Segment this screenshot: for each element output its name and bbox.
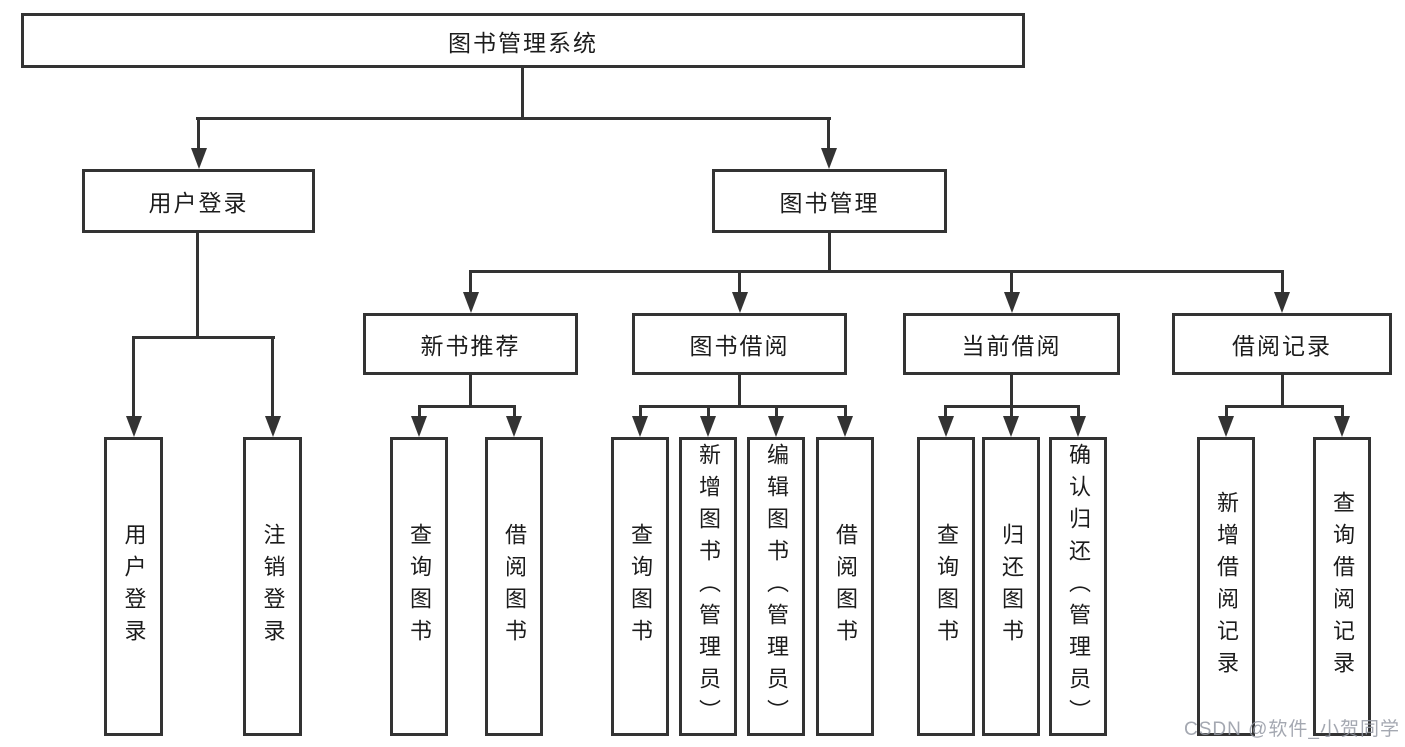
arrow-down-icon [1003,416,1019,437]
arrow-down-icon [264,416,281,437]
connector-arrow-stub [132,337,135,417]
leaf-newbook-query: 查询图书 [390,437,448,736]
arrow-down-icon [1218,416,1234,437]
leaf-record-add-label: 新增借阅记录 [1214,490,1239,683]
arrow-down-icon [700,416,716,437]
leaf-borrow-edit-admin: 编辑图书（管理员） [747,437,805,736]
connector-arrow-stub [827,118,830,149]
node-root: 图书管理系统 [21,13,1025,68]
leaf-current-confirm-admin-label: 确认归还（管理员） [1066,442,1091,731]
arrow-down-icon [632,416,648,437]
connector-vline [195,233,199,339]
node-book-borrow-label: 图书借阅 [689,333,790,359]
connector-arrow-stub [1224,406,1228,417]
node-user-login-label: 用户登录 [148,190,249,216]
arrow-down-icon [768,416,784,437]
connector-arrow-stub [469,271,472,293]
node-new-book-recommend: 新书推荐 [363,313,578,375]
connector-arrow-stub [1280,271,1284,293]
leaf-current-query-label: 查询图书 [934,522,959,651]
node-borrow-record: 借阅记录 [1172,313,1392,375]
leaf-current-query: 查询图书 [917,437,975,736]
connector-arrow-stub [1010,271,1013,293]
node-current-borrow-label: 当前借阅 [961,333,1062,359]
watermark: CSDN @软件_小贺同学 [1184,719,1400,740]
leaf-borrow-edit-admin-label: 编辑图书（管理员） [764,442,789,731]
node-new-book-recommend-label: 新书推荐 [420,333,521,359]
arrow-down-icon [1003,292,1020,313]
connector-arrow-stub [271,337,274,417]
connector-hline [638,404,847,408]
arrow-down-icon [1070,416,1086,437]
node-borrow-record-label: 借阅记录 [1232,333,1332,359]
connector-arrow-stub [512,406,516,417]
arrow-down-icon [1274,292,1290,313]
connector-vline [1280,375,1284,408]
leaf-logout-label: 注销登录 [260,522,286,651]
node-book-management: 图书管理 [712,169,947,233]
connector-vline [520,68,524,120]
connector-arrow-stub [638,406,642,417]
connector-arrow-stub [944,406,947,417]
arrow-down-icon [820,148,837,169]
leaf-current-confirm-admin: 确认归还（管理员） [1049,437,1107,736]
leaf-borrow-add-admin-label: 新增图书（管理员） [696,442,721,731]
leaf-record-query-label: 查询借阅记录 [1330,490,1355,683]
connector-hline [196,116,831,120]
connector-hline [469,269,1284,273]
arrow-down-icon [411,416,427,437]
connector-vline [828,233,831,273]
connector-vline [469,375,472,408]
arrow-down-icon [462,292,479,313]
node-root-label: 图书管理系统 [448,29,598,56]
connector-arrow-stub [1340,406,1344,417]
arrow-down-icon [837,416,853,437]
leaf-record-query: 查询借阅记录 [1313,437,1371,736]
leaf-current-return: 归还图书 [982,437,1040,736]
node-book-management-label: 图书管理 [779,190,880,216]
arrow-down-icon [1334,416,1350,437]
node-book-borrow: 图书借阅 [632,313,847,375]
connector-arrow-stub [774,406,778,417]
arrow-down-icon [125,416,142,437]
connector-arrow-stub [738,271,741,293]
leaf-newbook-borrow: 借阅图书 [485,437,543,736]
connector-hline [417,404,516,408]
connector-hline [132,335,275,339]
leaf-record-add: 新增借阅记录 [1197,437,1255,736]
leaf-current-return-label: 归还图书 [999,522,1024,651]
connector-hline [1224,404,1344,408]
arrow-down-icon [506,416,522,437]
connector-arrow-stub [843,406,847,417]
leaf-borrow-borrow: 借阅图书 [816,437,874,736]
leaf-borrow-query-label: 查询图书 [628,522,653,651]
node-user-login: 用户登录 [82,169,315,233]
node-current-borrow: 当前借阅 [903,313,1120,375]
connector-arrow-stub [706,406,710,417]
connector-arrow-stub [197,118,200,149]
leaf-borrow-query: 查询图书 [611,437,669,736]
connector-arrow-stub [1076,406,1080,417]
leaf-user-login: 用户登录 [104,437,163,736]
arrow-down-icon [937,416,954,437]
leaf-logout: 注销登录 [243,437,302,736]
leaf-borrow-borrow-label: 借阅图书 [833,522,858,651]
leaf-user-login-label: 用户登录 [121,522,147,651]
leaf-newbook-borrow-label: 借阅图书 [502,522,527,651]
connector-vline [738,375,741,408]
connector-vline [1010,375,1013,408]
arrow-down-icon [190,148,207,169]
leaf-newbook-query-label: 查询图书 [407,522,432,651]
connector-arrow-stub [1009,406,1013,417]
arrow-down-icon [731,292,748,313]
connector-arrow-stub [417,406,421,417]
leaf-borrow-add-admin: 新增图书（管理员） [679,437,737,736]
